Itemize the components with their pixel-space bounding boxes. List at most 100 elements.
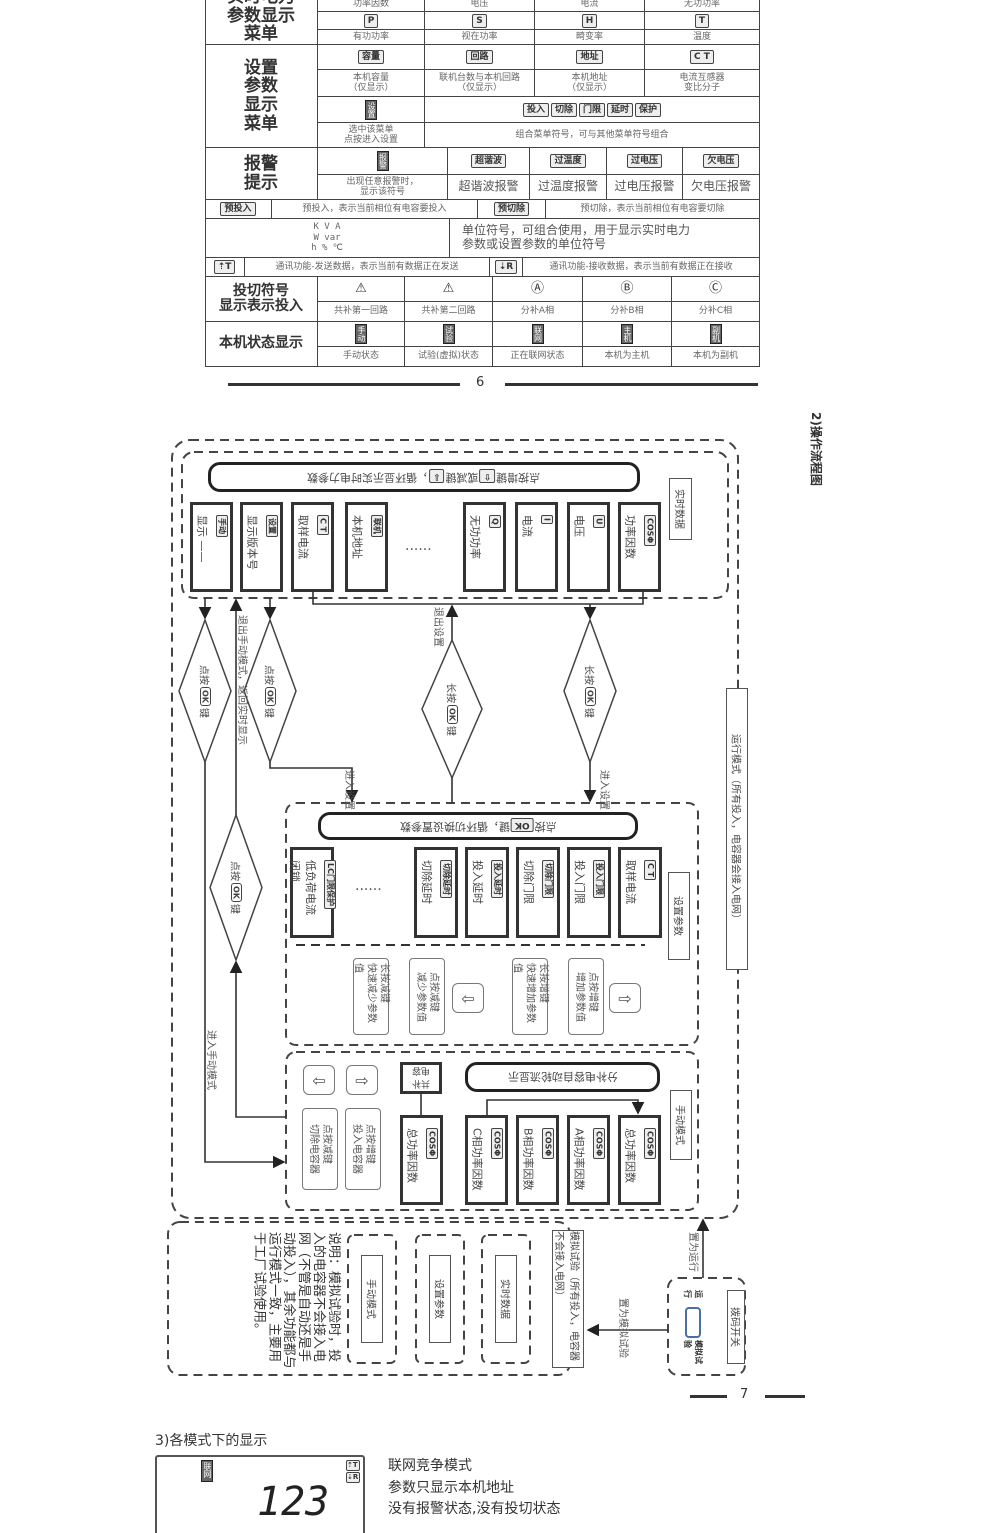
switching-desc: 共补第一回路: [318, 302, 405, 322]
enter-setting-arrow: [269, 762, 359, 803]
param-symbol-cell: T: [645, 12, 760, 30]
label-text: 设置参数: [432, 1279, 444, 1319]
box-symbol: 投入门限: [593, 860, 605, 898]
alarm-symbol-cell: 报警: [318, 148, 448, 175]
alarm-type-desc: 过电压报警: [607, 175, 683, 200]
key-hint-text: 点按减键 减少参数值: [415, 971, 439, 1022]
switching-symbol: ⚠: [405, 277, 493, 302]
label-text: 置为模拟试验: [617, 1298, 628, 1358]
alarm-type-symbol-cell: 欠电压: [683, 148, 760, 175]
alarm-type-symbol-cell: 过温度: [530, 148, 607, 175]
box-label: 本机地址: [350, 515, 364, 559]
enter-manual-arrow: [204, 762, 286, 1169]
box-label: 低负荷电流闭锁: [288, 860, 317, 915]
setting-desc: 联机台数与本机回路 （仅显示）: [425, 70, 535, 97]
switching-desc: 分补C相: [672, 302, 760, 322]
param-symbol-cell: S: [425, 12, 535, 30]
comm-rx-symbol-cell: ⇣R: [490, 258, 523, 277]
key-hint-text: 点按增键 增加参数值: [574, 971, 598, 1022]
box-symbol: C T: [644, 860, 656, 881]
status-label: 本机状态显示: [205, 322, 318, 367]
mode-dashed-box: [481, 1234, 531, 1364]
param-label: 视在功率: [425, 30, 535, 45]
box-symbol: 投入延时: [491, 860, 503, 898]
page-rule: [765, 1395, 805, 1398]
manual-loop: 分补电容自动轮流显示: [465, 1062, 660, 1092]
setting-item-box: 投入门限投入门限: [567, 847, 611, 938]
mode-dashed-box: [347, 1234, 397, 1364]
exit-setting-label: 退出设置: [432, 607, 450, 647]
key-hint-text: 长按减键 快速减少参数值: [352, 963, 390, 1023]
setting-item-box: 切除门限切除门限: [516, 847, 560, 938]
sim-mode-box: 设置参数: [429, 1255, 451, 1343]
dip-run-label: 运行: [683, 1290, 703, 1298]
lcd-value: 123: [257, 1479, 330, 1525]
realtime-data-label: 实时数据: [669, 478, 692, 540]
pre-out-text: 预切除，表示当前相位有电容要切除: [546, 200, 760, 219]
realtime-data-frame: [181, 451, 729, 599]
box-symbol: Q: [488, 515, 501, 528]
lcd-rx-symbol: ⇣R: [346, 1472, 360, 1483]
box-label: 切除延时: [420, 860, 433, 904]
setting-desc: 本机容量 （仅显示）: [318, 70, 425, 97]
dip-switch-toggle[interactable]: [685, 1306, 701, 1339]
combo-symbol: 延时: [607, 102, 634, 117]
setting-item-box: 投入延时投入延时: [465, 847, 509, 938]
box-label: 投入延时: [471, 860, 484, 904]
box-label: 显示版本号: [245, 515, 259, 570]
box-symbol: 切除延时: [440, 860, 452, 898]
comm-tx-symbol-cell: ⇡T: [205, 258, 245, 277]
press-type: 点按: [262, 664, 274, 685]
alarm-type-desc: 超谐波报警: [448, 175, 530, 200]
page-rule: [690, 1395, 727, 1398]
key-label: 键: [228, 904, 240, 914]
simulation-note: 说明：模拟试验时，投入的电容器不会接入电网（不管是自动还是手动投入），其余功能都…: [251, 1232, 341, 1369]
status-symbol: 联网: [531, 324, 544, 344]
press-type: 长按: [444, 682, 456, 703]
setting-symbol-cell: 回路: [425, 45, 535, 70]
run-mode-label: 运行模式（所有投入，电容器会接入电网）: [726, 688, 748, 970]
manual-key-hint: 点按减键 切除电容器: [302, 1108, 338, 1190]
label-text: 进入设置: [343, 770, 354, 810]
realtime-loop: 点按增键⇧或减键⇩，循环显示实时电力参数: [208, 462, 640, 492]
comm-tx-symbol: ⇡T: [213, 260, 236, 274]
box-label: C相功率因数: [470, 1128, 484, 1191]
combo-symbol: 保护: [635, 102, 662, 117]
to-sim-label: 置为模拟试验: [617, 1298, 635, 1360]
comm-tx-text: 通讯功能-发送数据，表示当前有数据正在发送: [245, 258, 490, 277]
param-label: 温度: [645, 30, 760, 45]
ok-key-decision: [209, 812, 263, 963]
manual-key-hint: 点按增键 投入电容器: [345, 1108, 381, 1190]
combo-desc: 组合菜单符号，可与其他菜单符号组合: [425, 123, 760, 148]
status-symbol: 副机: [709, 324, 722, 344]
param-symbol: S: [472, 13, 487, 28]
increase-key-icon: ⇨: [346, 1065, 378, 1095]
dip-sim-label: 模拟试验: [683, 1340, 703, 1365]
status-symbol-cell: 手动: [318, 322, 405, 347]
loop-text: 点按OK键，循环切换设置参数: [400, 817, 557, 835]
setting-frame: [285, 802, 699, 1046]
label-text: 实时数据: [498, 1279, 510, 1319]
param-label: 畸变率: [535, 30, 645, 45]
loop-text-a: 点按: [534, 819, 557, 833]
param-label: 功率因数: [318, 0, 425, 12]
ok-key-icon: OK: [446, 704, 458, 724]
setting-symbol: 容量: [357, 50, 384, 64]
label-text: 实时数据: [673, 489, 684, 529]
setting-enter-symbol-cell: 设置: [318, 97, 425, 123]
label-text: 退出手动模式，返回实时显示: [236, 615, 247, 745]
status-desc: 手动状态: [318, 347, 405, 367]
press-type: 长按: [582, 664, 594, 685]
alarm-type-symbol: 欠电压: [703, 154, 739, 168]
key-label: 键: [197, 707, 209, 718]
box-label: 总功率因数: [623, 1128, 637, 1183]
loop-text: 点按增键⇧或减键⇩，循环显示实时电力参数: [307, 468, 541, 486]
